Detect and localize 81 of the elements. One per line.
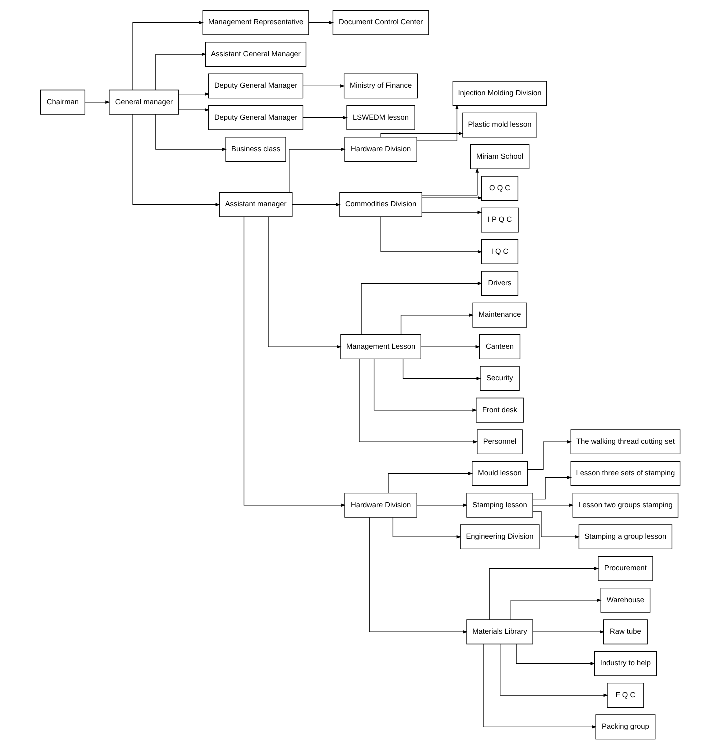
arrow [360, 282, 482, 336]
arrow [243, 216, 346, 508]
arrow [400, 314, 474, 336]
arrow [132, 114, 220, 206]
arrow [416, 104, 458, 142]
node-box: Lesson three sets of stamping [570, 461, 680, 486]
node-box: Plastic mold lesson [462, 112, 537, 138]
arrow [488, 567, 599, 620]
arrow [532, 476, 572, 500]
node-box: F Q C [606, 683, 644, 708]
node-box: Hardware Division [344, 492, 417, 518]
arrow [380, 132, 464, 138]
node-box: Chairman [40, 90, 86, 115]
node-box: Raw tube [602, 620, 648, 645]
node-box: Assistant General Manager [204, 42, 306, 67]
arrow [288, 148, 346, 193]
node-box: Stamping lesson [466, 492, 533, 518]
node-box: Packing group [595, 714, 656, 740]
node-box: Drivers [480, 271, 518, 296]
node-box: Mould lesson [472, 461, 528, 486]
arrow [380, 216, 482, 254]
node-box: Materials Library [466, 620, 533, 645]
node-box: Procurement [598, 556, 653, 582]
node-box: Assistant manager [218, 192, 292, 218]
arrow [500, 644, 608, 698]
node-box: Ministry of Finance [343, 74, 418, 99]
node-box: Management Representative [202, 10, 309, 36]
node-box: Commodities Division [339, 192, 422, 218]
node-box: Stamping a group lesson [578, 524, 672, 550]
arrow [308, 21, 334, 24]
node-box: Engineering Division [460, 524, 540, 550]
node-box: I P Q C [480, 208, 518, 233]
node-box: Deputy General Manager [208, 105, 304, 130]
arrow [422, 196, 482, 200]
node-box: LSWEDM lesson [346, 105, 415, 130]
arrow [421, 168, 479, 196]
arrow [302, 84, 345, 88]
arrow [178, 108, 210, 112]
node-box: Deputy General Manager [208, 74, 304, 99]
arrow [358, 358, 478, 444]
node-box: Front desk [476, 398, 524, 423]
node-box: Document Control Center [332, 10, 429, 36]
node-box: Warehouse [600, 588, 650, 613]
node-box: Security [480, 366, 520, 392]
arrow [482, 644, 596, 729]
node-box: Lesson two groups stamping [572, 492, 678, 518]
arrow [392, 517, 462, 539]
node-box: Industry to help [594, 651, 657, 676]
arrow [292, 203, 340, 206]
node-box: Business class [225, 137, 286, 162]
node-box: Management Lesson [340, 334, 421, 360]
arrow [84, 100, 110, 104]
node-box: Maintenance [472, 302, 527, 328]
arrow [532, 511, 580, 539]
node-box: General manager [108, 90, 179, 115]
arrow [532, 630, 604, 634]
node-box: O Q C [480, 176, 518, 202]
arrow [132, 21, 204, 90]
node-box: Injection Molding Division [452, 81, 547, 106]
arrow [416, 504, 468, 508]
arrow [373, 358, 477, 412]
node-box: Personnel [476, 430, 522, 455]
arrow [268, 216, 342, 349]
arrow [155, 52, 206, 90]
arrow [402, 358, 481, 380]
node-box: Hardware Division [344, 137, 417, 162]
arrow [516, 644, 595, 666]
node-box: Canteen [478, 334, 520, 360]
arrow [532, 504, 574, 508]
arrow [420, 345, 480, 349]
node-box: Miriam School [470, 144, 530, 170]
arrow [526, 440, 572, 470]
arrow [510, 598, 602, 620]
node-box: I Q C [480, 240, 518, 264]
arrow [178, 92, 210, 96]
arrow [388, 472, 473, 494]
arrow [155, 114, 227, 152]
arrow [422, 210, 482, 214]
arrow [368, 517, 468, 634]
arrow [302, 116, 348, 120]
node-box: The walking thread cutting set [570, 430, 680, 455]
